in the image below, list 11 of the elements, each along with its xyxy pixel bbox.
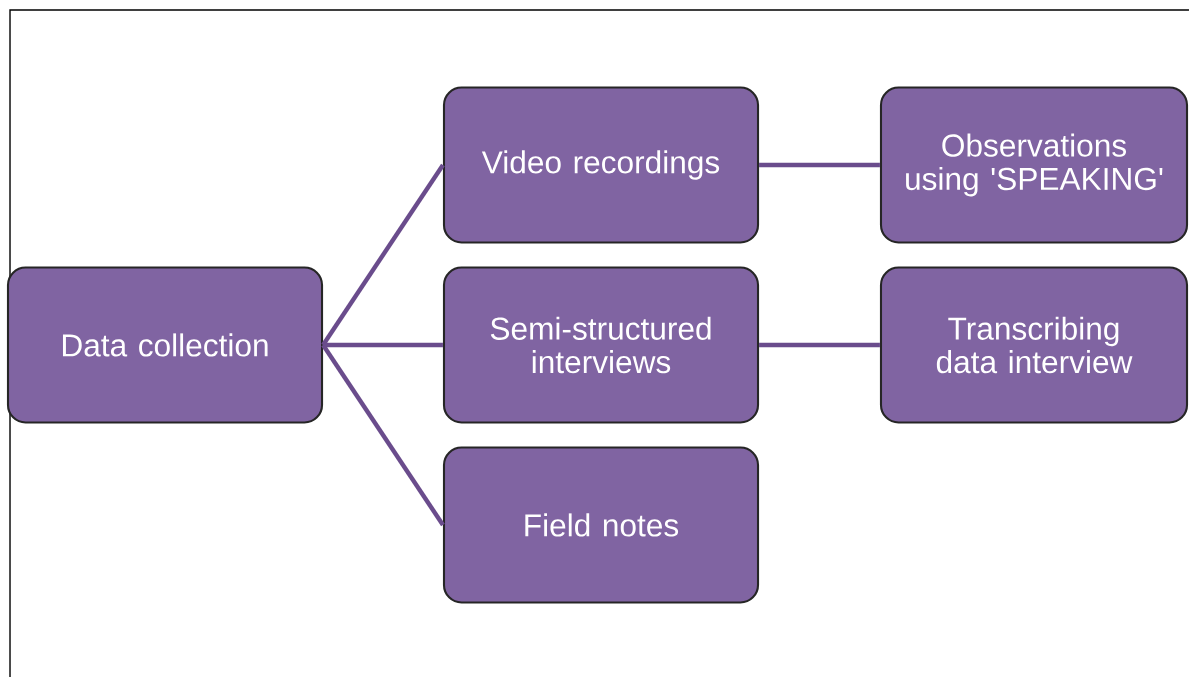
connector-line: [321, 343, 445, 527]
process-box: Semi-structured interviews: [442, 266, 760, 424]
connector-line: [321, 163, 445, 347]
connector-line: [759, 342, 880, 348]
connector-line: [323, 342, 443, 348]
process-box: Field notes: [442, 446, 760, 604]
process-box: Observations using 'SPEAKING': [879, 86, 1189, 244]
process-box: Transcribing data interview: [879, 266, 1189, 424]
process-box: Data collection: [6, 266, 324, 424]
process-box: Video recordings: [442, 86, 760, 244]
connector-line: [759, 162, 880, 168]
